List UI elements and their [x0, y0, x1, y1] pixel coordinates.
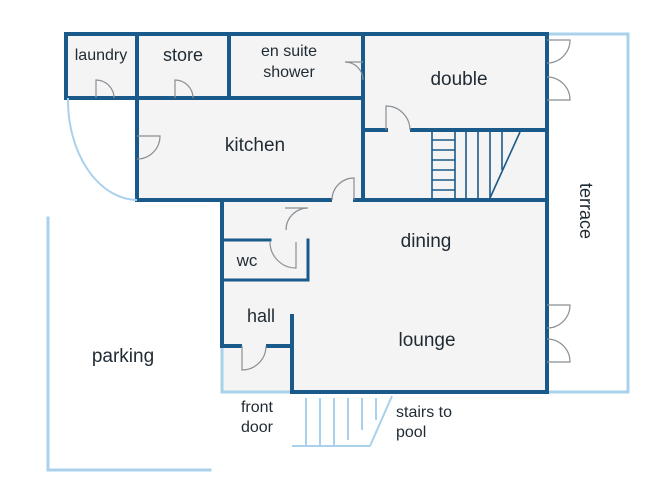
- store-door: [174, 79, 194, 99]
- terrace-boundary: [545, 32, 630, 394]
- room-labels: laundry store en suite shower double kit…: [75, 43, 488, 351]
- label-parking: parking: [92, 346, 154, 367]
- wc-door-leaf: [269, 241, 297, 269]
- label-wc: wc: [236, 251, 258, 270]
- outdoor-labels: terrace parking front door stairs to poo…: [92, 183, 596, 441]
- label-lounge: lounge: [398, 330, 455, 351]
- ensuite-door: [344, 61, 364, 81]
- kitchen-door: [136, 135, 161, 160]
- label-ensuite-line2: shower: [263, 64, 315, 81]
- label-laundry: laundry: [75, 47, 127, 64]
- parking-boundary: [46, 216, 212, 472]
- label-front-door-line1: front: [241, 399, 274, 416]
- double-room-door: [385, 105, 411, 131]
- lounge-terrace-door-upper: [546, 304, 571, 329]
- doors: [66, 39, 571, 371]
- wc-door: [285, 207, 309, 231]
- laundry-door: [95, 79, 115, 99]
- indoor-staircase: [431, 131, 521, 199]
- front-door: [241, 345, 267, 371]
- pool-staircase: [292, 395, 393, 447]
- label-hall: hall: [247, 306, 275, 326]
- lounge-terrace-door-lower: [546, 338, 571, 363]
- label-terrace: terrace: [576, 183, 596, 239]
- label-dining: dining: [401, 231, 452, 252]
- double-terrace-door-lower: [546, 76, 571, 101]
- kitchen-dining-door: [331, 177, 355, 201]
- label-front-door-line2: door: [241, 419, 274, 436]
- label-ensuite-line1: en suite: [261, 43, 317, 60]
- label-kitchen: kitchen: [225, 135, 285, 156]
- laundry-exterior-door-swing: [66, 97, 138, 201]
- outdoor-boundaries: [46, 32, 630, 472]
- double-terrace-door-upper: [546, 39, 571, 64]
- label-stairs-line1: stairs to: [396, 404, 452, 421]
- label-store: store: [163, 45, 203, 65]
- label-stairs-line2: pool: [396, 424, 426, 441]
- label-double: double: [430, 69, 487, 90]
